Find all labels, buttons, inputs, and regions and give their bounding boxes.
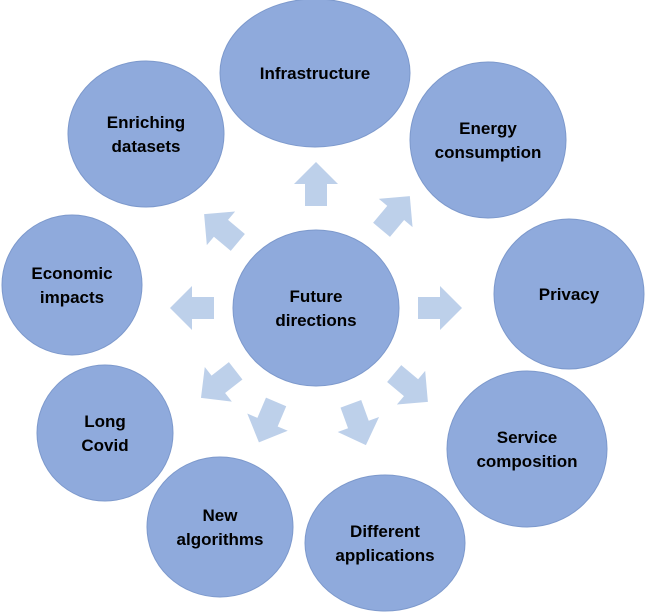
arrow-to-privacy (418, 286, 462, 330)
node-long-covid-label-line: Long (84, 412, 126, 431)
node-enriching-datasets-circle (67, 60, 225, 208)
node-new-algorithms-label-line: algorithms (177, 530, 264, 549)
arrow-to-new-algorithms (247, 397, 288, 443)
arrow-to-service-composition (387, 365, 428, 405)
arrow-shape (373, 196, 413, 237)
node-new-algorithms: New algorithms (146, 456, 294, 598)
node-energy-consumption: Energy consumption (409, 61, 567, 219)
arrow-shape (418, 286, 462, 330)
node-service-composition-circle (446, 370, 608, 528)
arrow-to-different-applications (337, 400, 380, 446)
arrow-shape (170, 286, 214, 330)
node-enriching-datasets-label-line: Enriching (107, 113, 185, 132)
arrow-shape (247, 397, 288, 443)
arrows-layer (170, 162, 462, 446)
node-economic-impacts-label-line: impacts (40, 288, 104, 307)
arrow-shape (204, 211, 245, 251)
node-different-applications-label-line: Different (350, 522, 420, 541)
node-economic-impacts: Economic impacts (1, 214, 143, 356)
center-node-future-directions: Future directions (232, 229, 400, 387)
arrow-to-energy-consumption (373, 196, 413, 237)
node-economic-impacts-circle (1, 214, 143, 356)
center-node-future-directions-label-line: directions (275, 311, 356, 330)
node-long-covid-circle (36, 364, 174, 502)
arrow-to-economic-impacts (170, 286, 214, 330)
center-node-future-directions-label-line: Future (290, 287, 343, 306)
center-node-future-directions-circle (232, 229, 400, 387)
node-long-covid-label-line: Covid (81, 436, 128, 455)
node-energy-consumption-label-line: Energy (459, 119, 517, 138)
node-energy-consumption-label-line: consumption (435, 143, 542, 162)
node-enriching-datasets: Enriching datasets (67, 60, 225, 208)
arrow-shape (294, 162, 338, 206)
arrow-to-long-covid (200, 362, 243, 402)
node-privacy: Privacy (493, 218, 645, 370)
node-energy-consumption-circle (409, 61, 567, 219)
node-service-composition: Service composition (446, 370, 608, 528)
node-service-composition-label-line: composition (476, 452, 577, 471)
arrow-shape (387, 365, 428, 405)
node-service-composition-label-line: Service (497, 428, 558, 447)
node-different-applications-label-line: applications (335, 546, 434, 565)
node-infrastructure: Infrastructure (219, 0, 411, 148)
node-privacy-circle (493, 218, 645, 370)
node-new-algorithms-circle (146, 456, 294, 598)
node-infrastructure-label-line: Infrastructure (260, 64, 371, 83)
node-economic-impacts-label-line: Economic (31, 264, 112, 283)
node-infrastructure-circle (219, 0, 411, 148)
node-enriching-datasets-label-line: datasets (112, 137, 181, 156)
node-privacy-label-line: Privacy (539, 285, 600, 304)
node-new-algorithms-label-line: New (203, 506, 239, 525)
arrow-to-enriching-datasets (204, 211, 245, 251)
node-different-applications-circle (304, 474, 466, 612)
arrow-to-infrastructure (294, 162, 338, 206)
arrow-shape (337, 400, 380, 446)
node-different-applications: Different applications (304, 474, 466, 612)
arrow-shape (200, 362, 243, 402)
